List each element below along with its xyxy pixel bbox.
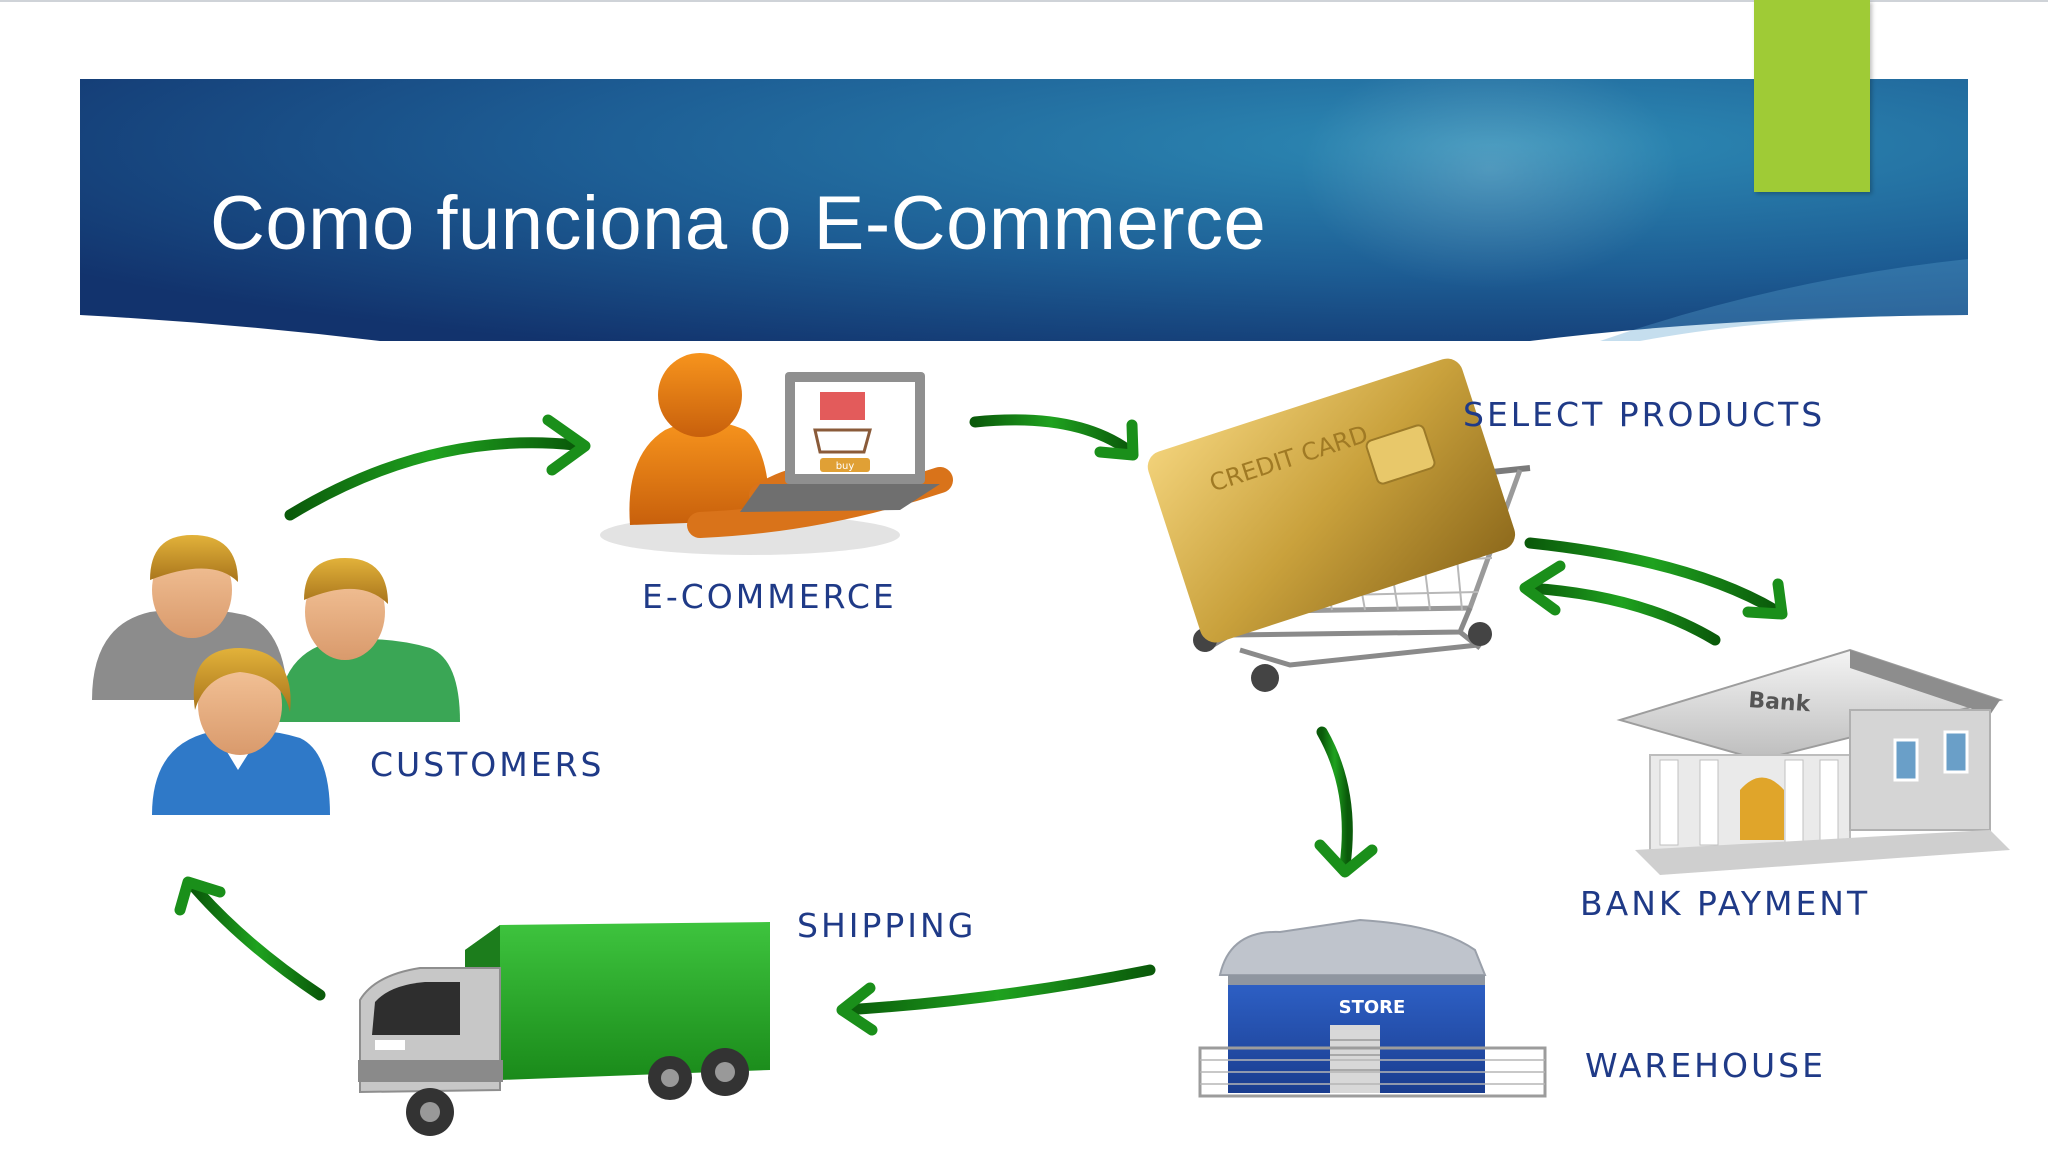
warehouse-icon: STORE	[1198, 918, 1547, 1098]
ecommerce-icon: buy	[600, 353, 953, 555]
arrow-ecommerce-to-cart	[969, 414, 1139, 461]
slide-title: Como funciona o E-Commerce	[210, 181, 1267, 266]
buy-button-icon-text: buy	[836, 461, 855, 472]
store-sign-text: STORE	[1339, 997, 1406, 1018]
top-rule	[0, 0, 2048, 2]
title-banner	[80, 79, 1968, 341]
label-customers: CUSTOMERS	[370, 745, 605, 784]
label-shipping: SHIPPING	[797, 906, 977, 945]
shopping-cart-icon: CREDIT CARD	[1147, 358, 1531, 692]
label-select-products: SELECT PRODUCTS	[1463, 395, 1826, 434]
accent-tab	[1754, 0, 1870, 192]
label-ecommerce: E-COMMERCE	[642, 577, 897, 616]
bank-sign-text: Bank	[1748, 688, 1813, 717]
arrow-cart-to-warehouse	[1314, 726, 1378, 878]
arrow-warehouse-to-shipping	[836, 964, 1156, 1036]
banner-background	[80, 79, 1968, 341]
arrow-shipping-to-customers	[174, 876, 326, 1001]
arrow-customers-to-ecommerce	[284, 414, 591, 521]
bank-icon: Bank	[1616, 648, 2010, 875]
label-warehouse: WAREHOUSE	[1585, 1046, 1826, 1085]
customers-icon	[92, 535, 460, 815]
arrow-bank-to-cart	[1519, 560, 1721, 646]
arrow-cart-to-bank	[1524, 537, 1788, 620]
label-bank-payment: BANK PAYMENT	[1580, 884, 1871, 923]
truck-icon	[358, 922, 770, 1136]
